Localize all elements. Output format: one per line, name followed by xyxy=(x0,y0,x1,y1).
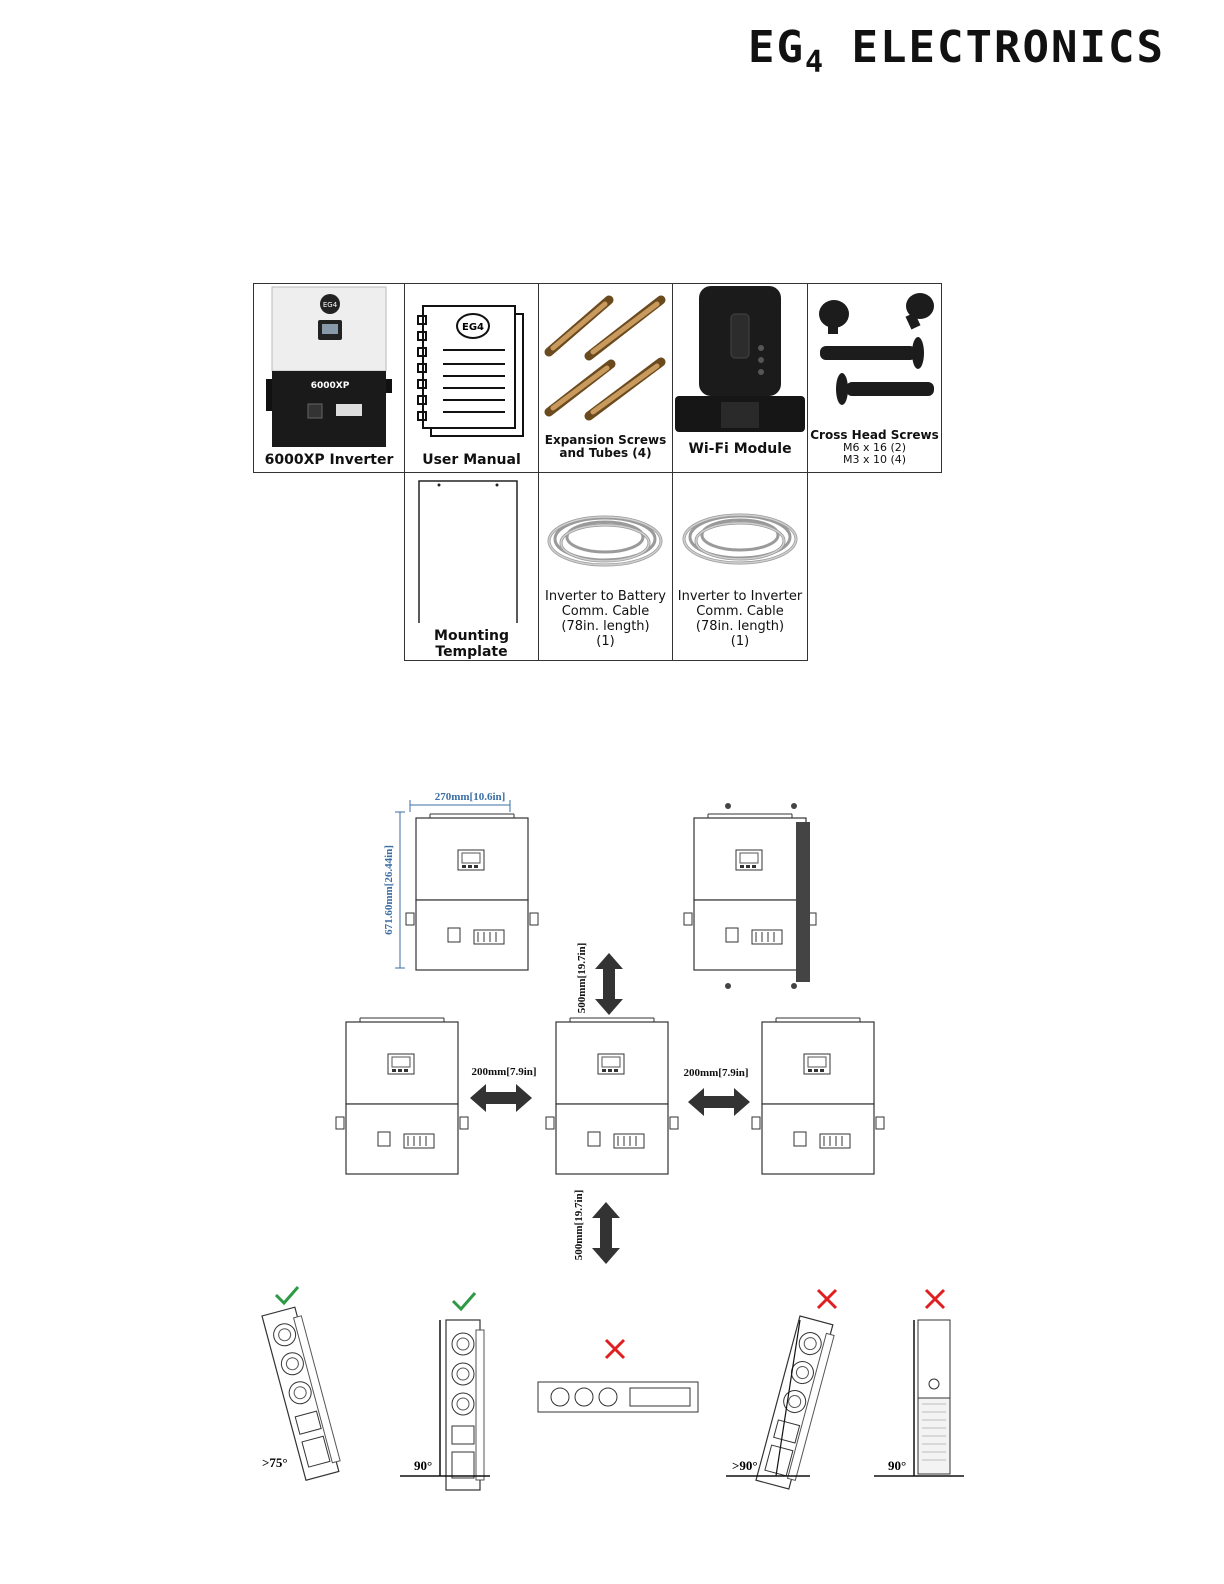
inverter-left-unit xyxy=(335,1017,469,1175)
expansion-caption-2: and Tubes (4) xyxy=(559,446,652,460)
top-clearance-label: 500mm[19.7in] xyxy=(576,943,588,1014)
brand-logo-sub: 4 xyxy=(804,45,824,80)
template-caption-1: Mounting xyxy=(434,628,509,644)
top-clearance-arrow xyxy=(595,953,623,1015)
brand-logo-text: EG xyxy=(748,22,805,73)
inverter-image: EG4 6000XP xyxy=(266,286,392,447)
orientation-vertical-ok xyxy=(445,1319,485,1491)
brand-logo: EG4 ELECTRONICS xyxy=(748,22,1192,80)
height-dimension-label: 671.60mm[26.44in] xyxy=(383,845,395,935)
mounting-template-image xyxy=(418,480,518,626)
bad-cross-icon-4 xyxy=(816,1288,838,1310)
inverter-right-unit xyxy=(751,1017,885,1175)
bottom-clearance-label: 500mm[19.7in] xyxy=(573,1190,585,1261)
left-clearance-label: 200mm[7.9in] xyxy=(471,1066,536,1078)
screws-caption-3: M3 x 10 (4) xyxy=(842,453,907,466)
inverter-brand-mark: EG4 xyxy=(323,301,338,309)
right-clearance-label: 200mm[7.9in] xyxy=(683,1067,748,1079)
cross-head-screws-image xyxy=(819,293,934,405)
contents-cell-inverter-cable: Inverter to Inverter Comm. Cable (78in. … xyxy=(672,472,808,661)
battery-cable-caption-4: (1) xyxy=(596,634,615,649)
orientation-inverted-bad xyxy=(917,1319,951,1475)
width-dimension-label: 270mm[10.6in] xyxy=(435,791,506,803)
screws-caption-1: Cross Head Screws xyxy=(810,428,939,442)
battery-cable-caption-1: Inverter to Battery xyxy=(545,589,666,604)
contents-cell-expansion: Expansion Screws and Tubes (4) xyxy=(538,283,673,473)
ok-check-icon-2 xyxy=(451,1291,477,1311)
contents-cell-template: Mounting Template xyxy=(404,472,539,661)
manual-brand-mark: EG4 xyxy=(462,322,484,333)
battery-cable-image xyxy=(547,515,663,567)
ok-check-icon-1 xyxy=(274,1285,300,1305)
expansion-caption-1: Expansion Screws xyxy=(544,433,667,447)
inverter-cable-caption-1: Inverter to Inverter xyxy=(677,589,803,604)
contents-cell-wifi: Wi-Fi Module xyxy=(672,283,808,473)
inverter-cable-caption-2: Comm. Cable xyxy=(696,604,784,619)
bad-cross-icon-3 xyxy=(604,1338,626,1360)
orientation-angle-1: >75° xyxy=(262,1455,288,1470)
wifi-module-image xyxy=(675,286,805,432)
orientation-angle-4: >90° xyxy=(732,1458,758,1473)
battery-cable-caption-2: Comm. Cable xyxy=(561,604,650,619)
manual-icon: EG4 xyxy=(417,305,524,437)
manual-caption: User Manual xyxy=(422,452,521,468)
contents-cell-screws: Cross Head Screws M6 x 16 (2) M3 x 10 (4… xyxy=(807,283,942,473)
left-clearance-arrow xyxy=(470,1084,532,1112)
inverter-center-unit xyxy=(545,1017,679,1175)
brand-logo-rest: ELECTRONICS xyxy=(823,22,1165,73)
bottom-clearance-arrow xyxy=(592,1202,620,1264)
orientation-angle-5: 90° xyxy=(888,1458,906,1473)
inverter-model-label: 6000XP xyxy=(311,381,350,391)
right-clearance-arrow xyxy=(688,1088,750,1116)
screws-caption-2: M6 x 16 (2) xyxy=(842,441,907,454)
inverter-cable-caption-3: (78in. length) xyxy=(695,619,785,634)
orientation-flat-bad xyxy=(537,1381,699,1413)
expansion-screws-image xyxy=(544,295,666,421)
template-caption-2: Template xyxy=(435,644,508,660)
inverter-cable-image xyxy=(682,513,798,565)
wifi-caption: Wi-Fi Module xyxy=(688,441,792,457)
bad-cross-icon-5 xyxy=(924,1288,946,1310)
inverter-front-dimensioned xyxy=(405,813,539,971)
contents-cell-manual: EG4 User Manual xyxy=(404,283,539,473)
inverter-caption: 6000XP Inverter xyxy=(264,452,394,468)
battery-cable-caption-3: (78in. length) xyxy=(561,619,650,634)
orientation-angle-2: 90° xyxy=(414,1458,432,1473)
inverter-cable-caption-4: (1) xyxy=(730,634,750,649)
